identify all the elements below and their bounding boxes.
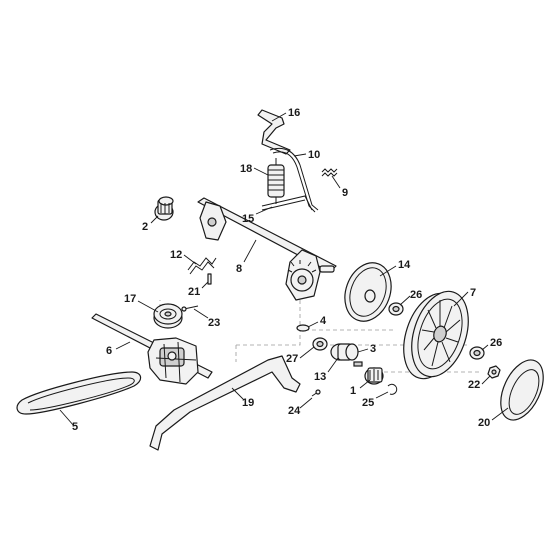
callout-12: 12: [170, 249, 182, 261]
callout-9: 9: [342, 187, 348, 199]
callout-1: 1: [350, 385, 356, 397]
part-14-disc[interactable]: [337, 256, 399, 327]
callout-labels: 16 10 18 9 15 2 12 8 21 14 7 26 17 23 4 …: [72, 107, 502, 433]
part-24-pin[interactable]: [311, 389, 321, 397]
part-26-bearing-upper[interactable]: [388, 302, 404, 316]
callout-19: 19: [242, 397, 254, 409]
callout-14: 14: [398, 259, 411, 271]
callout-18: 18: [240, 163, 252, 175]
part-12-clip[interactable]: [187, 257, 217, 275]
part-23-pin[interactable]: [181, 305, 199, 312]
callout-26-upper: 26: [410, 289, 422, 301]
callout-26-lower: 26: [490, 337, 502, 349]
callout-4: 4: [320, 315, 327, 327]
part-10-rod[interactable]: [269, 147, 319, 213]
callout-17: 17: [124, 293, 136, 305]
callout-27: 27: [286, 353, 298, 365]
part-21-pin[interactable]: [207, 273, 212, 285]
part-5-belt[interactable]: [16, 371, 142, 415]
part-22-nut[interactable]: [487, 365, 501, 379]
callout-10: 10: [308, 149, 320, 161]
callout-8: 8: [236, 263, 242, 275]
callout-24: 24: [288, 405, 301, 417]
callout-25: 25: [362, 397, 374, 409]
callout-16: 16: [288, 107, 300, 119]
part-17-pulley[interactable]: [153, 303, 183, 329]
part-20-hub-cover[interactable]: [492, 353, 552, 426]
callout-2: 2: [142, 221, 148, 233]
callout-22: 22: [468, 379, 480, 391]
callout-15: 15: [242, 213, 254, 225]
part-19-lever[interactable]: [149, 355, 301, 451]
callout-13: 13: [314, 371, 326, 383]
callout-21: 21: [188, 286, 200, 298]
part-18-spring[interactable]: [267, 158, 285, 204]
part-13-coupling[interactable]: [330, 343, 359, 361]
part-6-gearbox[interactable]: [91, 313, 213, 385]
callout-leader-lines: [59, 112, 509, 427]
part-2-bushing[interactable]: [154, 196, 174, 221]
callout-7: 7: [470, 287, 476, 299]
callout-20: 20: [478, 417, 490, 429]
callout-23: 23: [208, 317, 220, 329]
callout-6: 6: [106, 345, 112, 357]
part-4-washer[interactable]: [296, 324, 310, 332]
part-25-circlip[interactable]: [387, 383, 398, 395]
part-3-key[interactable]: [353, 361, 363, 367]
part-26-bearing-lower[interactable]: [469, 346, 485, 360]
part-27-bearing[interactable]: [312, 337, 328, 351]
part-9-spring[interactable]: [321, 168, 338, 177]
callout-3: 3: [370, 343, 376, 355]
part-16-lever[interactable]: [257, 109, 291, 155]
part-8-axle[interactable]: [197, 197, 337, 301]
part-7-wheel[interactable]: [394, 284, 479, 386]
callout-5: 5: [72, 421, 78, 433]
